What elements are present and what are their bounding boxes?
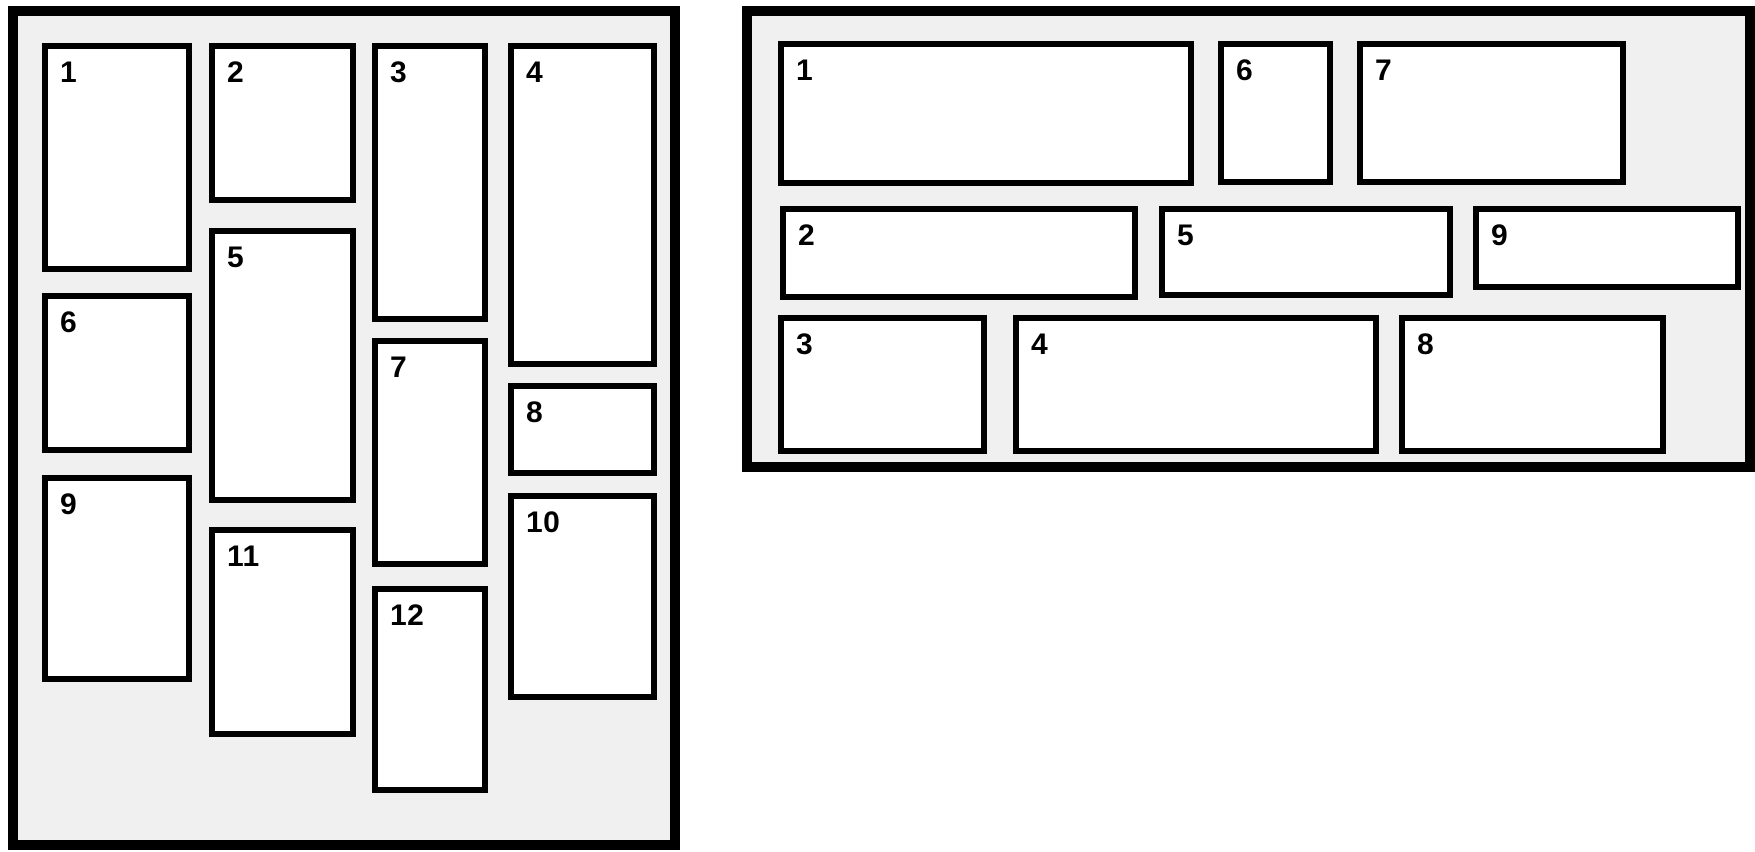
masonry-item-8: 8 — [508, 383, 657, 476]
masonry-item-label: 10 — [526, 506, 561, 539]
masonry-item-3: 3 — [372, 43, 488, 322]
masonry-item-label: 7 — [390, 351, 408, 384]
masonry-item-label: 3 — [390, 56, 408, 89]
masonry-item-label: 9 — [1491, 219, 1509, 252]
masonry-item-label: 5 — [227, 241, 245, 274]
masonry-item-label: 2 — [798, 219, 816, 252]
masonry-item-label: 4 — [1031, 328, 1049, 361]
masonry-item-label: 2 — [227, 56, 245, 89]
masonry-item-label: 8 — [526, 396, 544, 429]
masonry-item-6: 6 — [42, 293, 192, 453]
masonry-item-4: 4 — [1013, 315, 1379, 454]
masonry-item-1: 1 — [778, 41, 1194, 186]
masonry-item-label: 1 — [60, 56, 78, 89]
masonry-item-2: 2 — [209, 43, 356, 203]
masonry-item-label: 5 — [1177, 219, 1195, 252]
masonry-item-7: 7 — [372, 338, 488, 567]
masonry-item-label: 7 — [1375, 54, 1393, 87]
masonry-item-label: 12 — [390, 599, 425, 632]
masonry-item-9: 9 — [42, 475, 192, 682]
masonry-item-2: 2 — [780, 206, 1138, 300]
masonry-item-label: 11 — [227, 540, 260, 573]
masonry-item-label: 6 — [1236, 54, 1254, 87]
masonry-item-5: 5 — [209, 228, 356, 503]
masonry-item-label: 4 — [526, 56, 544, 89]
masonry-item-12: 12 — [372, 586, 488, 793]
masonry-item-6: 6 — [1218, 41, 1333, 185]
masonry-item-11: 11 — [209, 527, 356, 737]
masonry-item-7: 7 — [1357, 41, 1626, 185]
masonry-item-label: 3 — [796, 328, 814, 361]
row-masonry-panel: 1 6 7 2 5 9 3 4 8 — [742, 6, 1755, 472]
masonry-item-label: 9 — [60, 488, 78, 521]
masonry-item-9: 9 — [1473, 206, 1741, 290]
masonry-item-10: 10 — [508, 493, 657, 700]
masonry-item-label: 8 — [1417, 328, 1435, 361]
masonry-item-5: 5 — [1159, 206, 1453, 298]
masonry-item-1: 1 — [42, 43, 192, 272]
masonry-item-label: 1 — [796, 54, 814, 87]
masonry-item-8: 8 — [1399, 315, 1666, 454]
masonry-item-4: 4 — [508, 43, 657, 367]
masonry-item-3: 3 — [778, 315, 987, 454]
masonry-item-label: 6 — [60, 306, 78, 339]
